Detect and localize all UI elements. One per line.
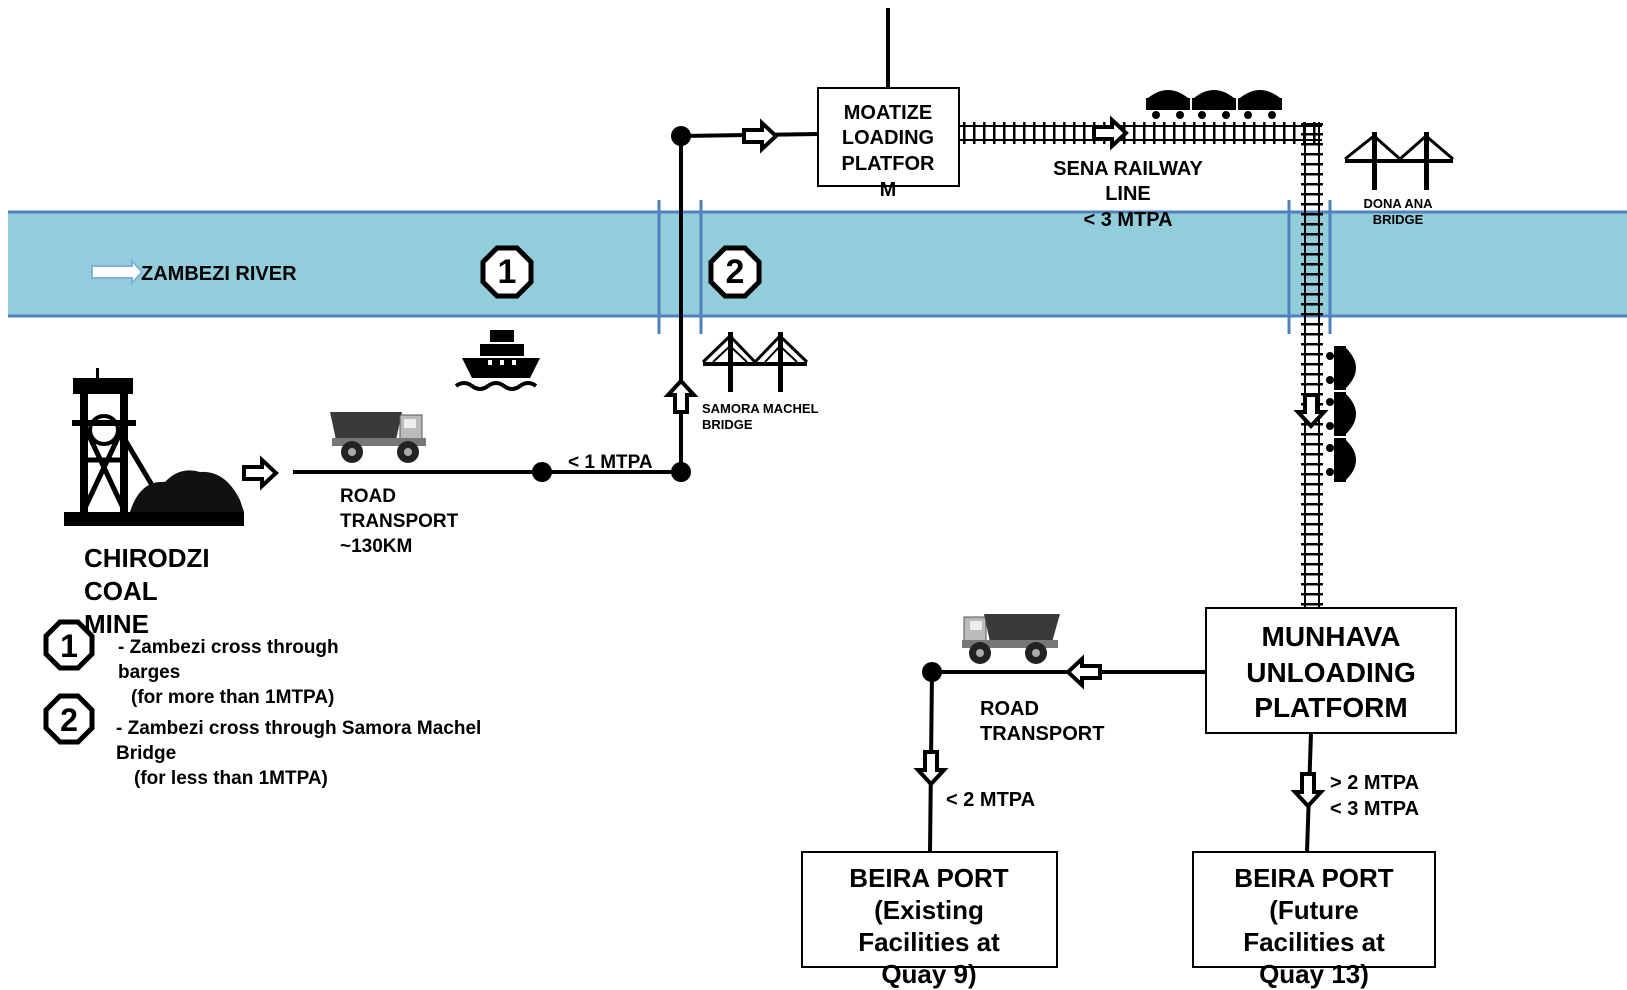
svg-text:MOATIZE: MOATIZE: [844, 102, 933, 124]
beira-existing-box: [801, 851, 1058, 968]
svg-text:UNLOADING: UNLOADING: [1246, 657, 1416, 688]
svg-text:LOADING: LOADING: [842, 127, 934, 149]
river-body: [8, 212, 1627, 316]
legend-2-line-3: (for less than 1MTPA): [134, 768, 328, 789]
legend-1-line-3: (for more than 1MTPA): [131, 687, 334, 708]
svg-text:2: 2: [60, 702, 78, 738]
flow-label-lt2: < 2 MTPA: [946, 789, 1035, 811]
beira-future-box: [1192, 851, 1436, 968]
svg-text:SENA RAILWAY: SENA RAILWAY: [1053, 158, 1203, 180]
svg-text:~130KM: ~130KM: [340, 536, 412, 557]
legend-2-line-1: - Zambezi cross through Samora Machel: [116, 718, 481, 739]
svg-text:M: M: [880, 179, 897, 201]
junction-node: [532, 462, 552, 482]
svg-text:CHIRODZI: CHIRODZI: [84, 543, 210, 573]
moatize-label: MOATIZE LOADING PLATFOR M: [842, 102, 936, 201]
arrow-icon: [663, 378, 699, 414]
legend-marker-2: 2: [43, 693, 95, 745]
svg-text:< 3 MTPA: < 3 MTPA: [1330, 798, 1419, 820]
svg-text:< 3 MTPA: < 3 MTPA: [1083, 209, 1172, 231]
legend-1-line-1: - Zambezi cross through: [118, 637, 339, 658]
legend-marker-1: 1: [43, 619, 95, 671]
bridge-icon: [1344, 132, 1454, 190]
arrow-icon: [1293, 393, 1329, 429]
svg-text:BRIDGE: BRIDGE: [702, 417, 753, 432]
mine-label: CHIRODZI COAL MINE: [84, 543, 210, 639]
boat-icon: [454, 330, 540, 391]
arrow-icon: [1290, 772, 1326, 809]
svg-text:2: 2: [726, 253, 745, 291]
beira-existing-label: BEIRA PORT (Existing Facilities at Quay …: [849, 863, 1008, 989]
svg-text:BEIRA PORT: BEIRA PORT: [849, 863, 1008, 893]
legend-1-line-2: barges: [118, 662, 180, 683]
legend: 1 - Zambezi cross through barges (for mo…: [43, 619, 481, 789]
river-flow-arrow-icon: [91, 258, 144, 286]
svg-text:> 2 MTPA: > 2 MTPA: [1330, 772, 1419, 794]
svg-text:PLATFORM: PLATFORM: [1254, 692, 1407, 723]
munhava-box: [1205, 607, 1457, 734]
flow-label-lt1: < 1 MTPA: [568, 452, 653, 473]
coal-wagon-icon: [1326, 346, 1356, 482]
samora-bridge-label: SAMORA MACHEL BRIDGE: [702, 401, 819, 432]
svg-text:ROAD: ROAD: [340, 486, 396, 507]
arrow-icon: [242, 455, 279, 491]
sena-railway-track: [960, 122, 1323, 608]
zambezi-river: ZAMBEZI RIVER: [8, 200, 1627, 334]
sena-railway-label: SENA RAILWAY LINE < 3 MTPA: [1053, 158, 1203, 231]
road-transport-label-2: ROAD TRANSPORT: [980, 698, 1104, 745]
arrow-icon: [1092, 115, 1129, 151]
svg-text:DONA ANA: DONA ANA: [1363, 196, 1433, 211]
svg-text:MUNHAVA: MUNHAVA: [1262, 621, 1401, 652]
arrow-icon: [913, 750, 949, 787]
svg-text:(Future: (Future: [1269, 895, 1359, 925]
svg-text:1: 1: [60, 628, 78, 664]
bridge-icon: [701, 332, 809, 392]
coal-wagon-icon: [1146, 90, 1282, 119]
dona-ana-bridge-label: DONA ANA BRIDGE: [1363, 196, 1433, 227]
svg-text:ROAD: ROAD: [980, 698, 1039, 720]
svg-text:BRIDGE: BRIDGE: [1373, 212, 1424, 227]
svg-text:TRANSPORT: TRANSPORT: [980, 723, 1104, 745]
svg-text:Quay 13): Quay 13): [1259, 959, 1369, 989]
svg-text:MINE: MINE: [84, 609, 149, 639]
route-marker-2: 2: [708, 245, 762, 299]
svg-text:Facilities at: Facilities at: [1243, 927, 1385, 957]
svg-text:COAL: COAL: [84, 576, 158, 606]
dump-truck-icon: [962, 614, 1060, 664]
river-label: ZAMBEZI RIVER: [141, 263, 297, 285]
svg-text:SAMORA MACHEL: SAMORA MACHEL: [702, 401, 819, 416]
svg-text:LINE: LINE: [1105, 183, 1151, 205]
munhava-label: MUNHAVA UNLOADING PLATFORM: [1246, 621, 1416, 723]
arrow-icon: [1065, 654, 1102, 690]
svg-text:BEIRA PORT: BEIRA PORT: [1234, 863, 1393, 893]
route-marker-1: 1: [480, 245, 534, 299]
svg-text:Quay 9): Quay 9): [881, 959, 976, 989]
svg-text:TRANSPORT: TRANSPORT: [340, 511, 459, 532]
moatize-box: [817, 87, 960, 187]
svg-text:(Existing: (Existing: [874, 895, 984, 925]
svg-text:Facilities at: Facilities at: [858, 927, 1000, 957]
arrow-icon: [742, 118, 779, 154]
mine-headframe-icon: [64, 368, 244, 526]
dump-truck-icon: [330, 412, 426, 463]
beira-future-label: BEIRA PORT (Future Facilities at Quay 13…: [1234, 863, 1393, 989]
svg-text:PLATFOR: PLATFOR: [842, 153, 936, 175]
svg-text:1: 1: [498, 253, 517, 291]
flow-label-2to3: > 2 MTPA < 3 MTPA: [1330, 772, 1419, 820]
road-transport-label-1: ROAD TRANSPORT ~130KM: [340, 486, 459, 557]
legend-2-line-2: Bridge: [116, 743, 176, 764]
